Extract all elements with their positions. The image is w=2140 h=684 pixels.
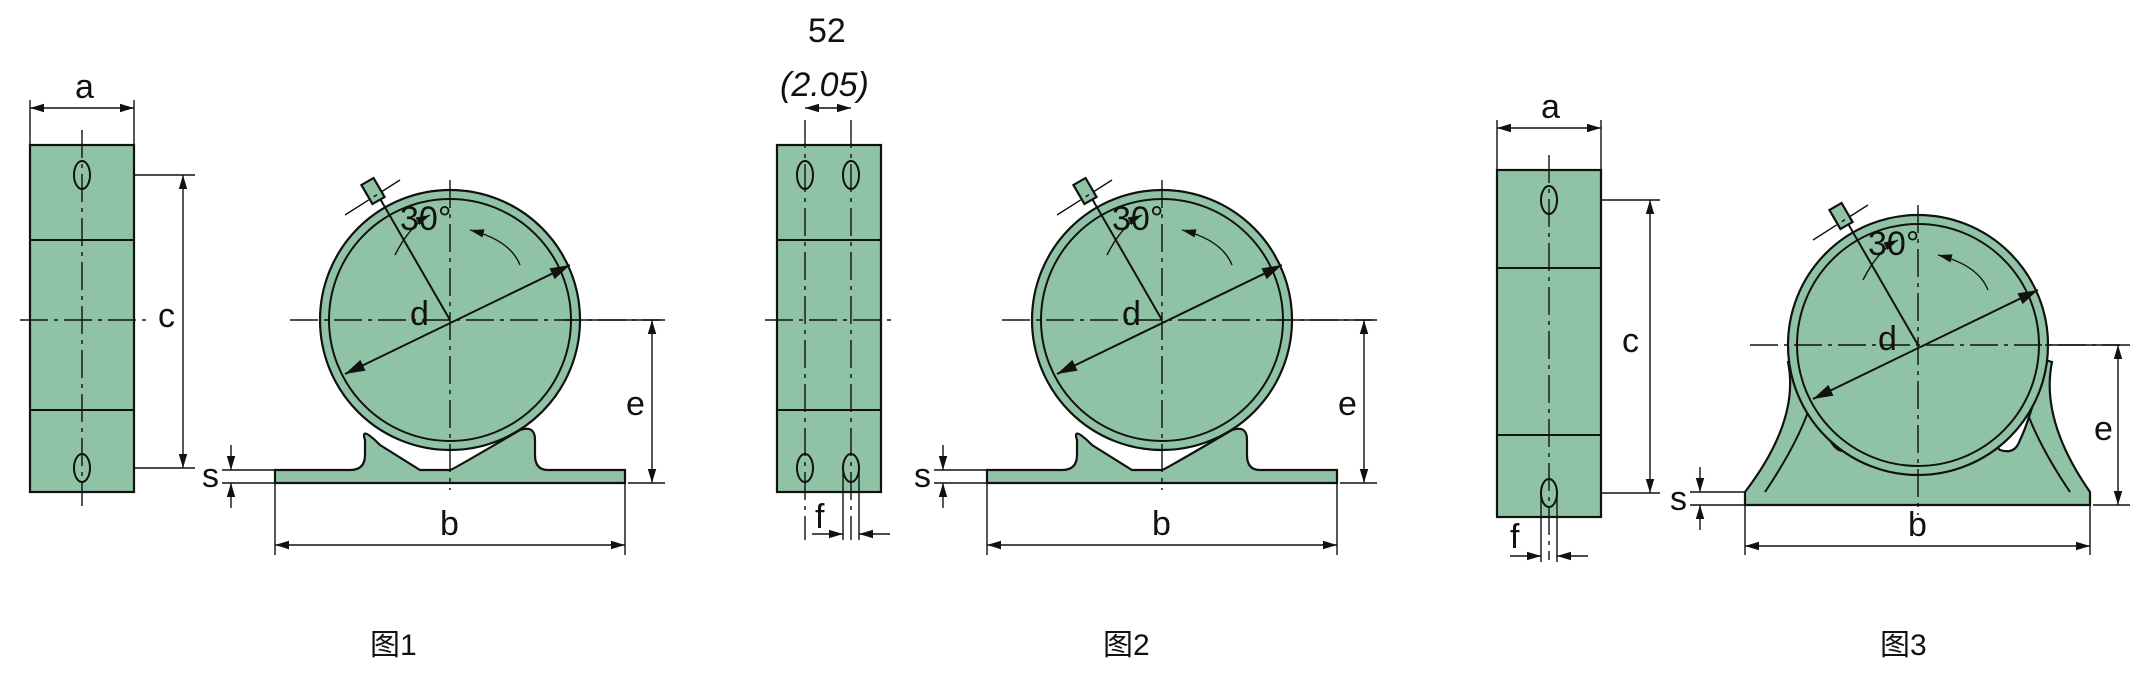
- fig3-label-d: d: [1878, 320, 1897, 358]
- figure-3: a c f d 30°: [1495, 88, 2130, 662]
- fig1-label-d: d: [410, 295, 429, 333]
- fig2-side-view: f: [765, 103, 893, 540]
- fig1-front-view: d 30° e s b: [202, 176, 665, 555]
- fig3-label-c: c: [1622, 322, 1639, 360]
- fig3-label-a: a: [1541, 88, 1560, 126]
- figure-2: 52 (2.05) f d: [765, 12, 1377, 662]
- fig1-label-e: e: [626, 385, 645, 423]
- fig2-label-s: s: [914, 457, 931, 495]
- fig2-label-f: f: [815, 498, 825, 536]
- fig3-caption: 图3: [1880, 629, 1927, 662]
- fig1-label-b: b: [440, 505, 459, 543]
- fig2-label-angle: 30°: [1112, 200, 1163, 238]
- fig2-label-d: d: [1122, 295, 1141, 333]
- figure-1: a c d 30° e: [20, 68, 665, 662]
- fig2-front-view: d 30° e s b: [914, 176, 1377, 555]
- fig1-label-a: a: [75, 68, 94, 106]
- fig3-side-view: a c f: [1495, 88, 1660, 562]
- fig1-label-s: s: [202, 457, 219, 495]
- fig1-caption: 图1: [370, 629, 417, 662]
- fig3-label-e: e: [2094, 410, 2113, 448]
- fig3-label-f: f: [1510, 518, 1520, 556]
- fig3-label-angle: 30°: [1868, 225, 1919, 263]
- fig2-label-b: b: [1152, 505, 1171, 543]
- fig2-label-e: e: [1338, 385, 1357, 423]
- fig1-label-angle: 30°: [400, 200, 451, 238]
- fig3-front-view: d 30° e s b: [1670, 201, 2130, 555]
- fig2-top-value-alt: (2.05): [780, 66, 869, 104]
- fig3-label-s: s: [1670, 480, 1687, 518]
- fig1-label-c: c: [158, 297, 175, 335]
- fig2-caption: 图2: [1103, 629, 1150, 662]
- fig3-label-b: b: [1908, 506, 1927, 544]
- fig1-side-view: a c: [20, 68, 195, 506]
- fig2-top-value: 52: [808, 12, 846, 50]
